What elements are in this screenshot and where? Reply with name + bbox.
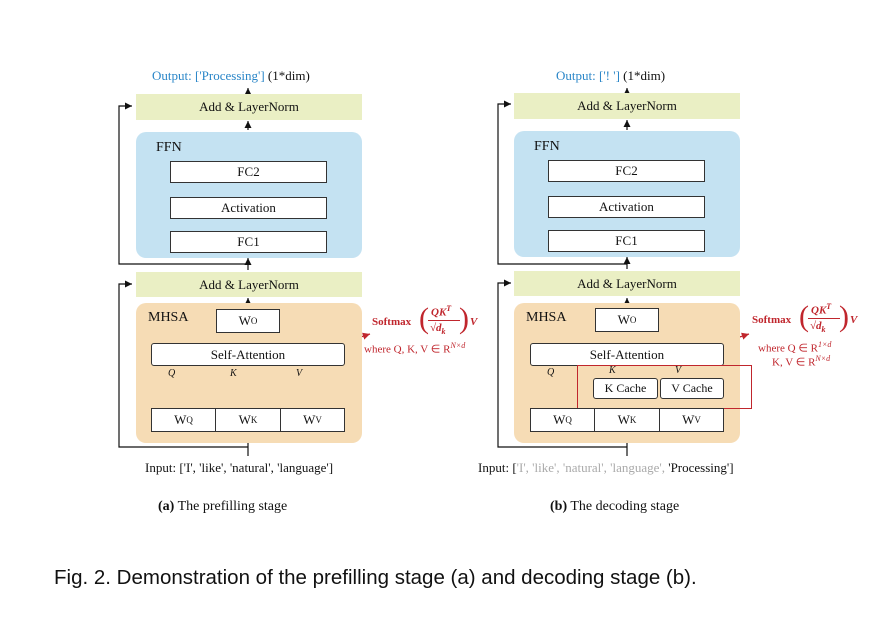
input-label-a: Input: ['I', 'like', 'natural', 'languag… [145, 460, 334, 475]
activation-box-a: Activation [170, 197, 327, 219]
v-label-a: V [296, 368, 303, 379]
subcaption-a: (a) The prefilling stage [158, 499, 288, 514]
output-label-b: Output: ['! '] (1*dim) [556, 68, 666, 83]
mhsa-label-a: MHSA [148, 310, 189, 325]
v-label-b: V [675, 365, 682, 376]
k-label-a: K [230, 368, 237, 379]
add-layernorm-top-a: Add & LayerNorm [136, 94, 362, 120]
ffn-label-a: FFN [156, 140, 182, 155]
add-layernorm-bottom-a: Add & LayerNorm [136, 272, 362, 297]
activation-box-b: Activation [548, 196, 705, 218]
q-label-a: Q [168, 368, 176, 379]
v-cache-box: V Cache [660, 378, 724, 399]
subcaption-b: (b) The decoding stage [550, 499, 680, 514]
fc2-box-a: FC2 [170, 161, 327, 183]
fc1-box-a: FC1 [170, 231, 327, 253]
input-label-b: Input: ['I', 'like', 'natural', 'languag… [478, 460, 734, 475]
formula-where-b: where Q ∈ R1×d [758, 340, 832, 355]
self-attention-box-b: Self-Attention [530, 343, 724, 366]
output-label-a: Output: ['Processing'] (1*dim) [152, 68, 310, 83]
q-label-b: Q [547, 367, 555, 378]
ffn-label-b: FFN [534, 139, 560, 154]
mhsa-label-b: MHSA [526, 310, 567, 325]
self-attention-box-a: Self-Attention [151, 343, 345, 366]
fc1-box-b: FC1 [548, 230, 705, 252]
k-cache-box: K Cache [593, 378, 658, 399]
figure-caption: Fig. 2. Demonstration of the prefilling … [54, 566, 697, 589]
add-layernorm-top-b: Add & LayerNorm [514, 93, 740, 119]
formula-where-a: where Q, K, V ∈ RN×d [364, 341, 466, 356]
fc2-box-b: FC2 [548, 160, 705, 182]
formula-kv-b: K, V ∈ RN×d [772, 354, 831, 369]
k-label-b: K [609, 365, 616, 376]
add-layernorm-bottom-b: Add & LayerNorm [514, 271, 740, 296]
